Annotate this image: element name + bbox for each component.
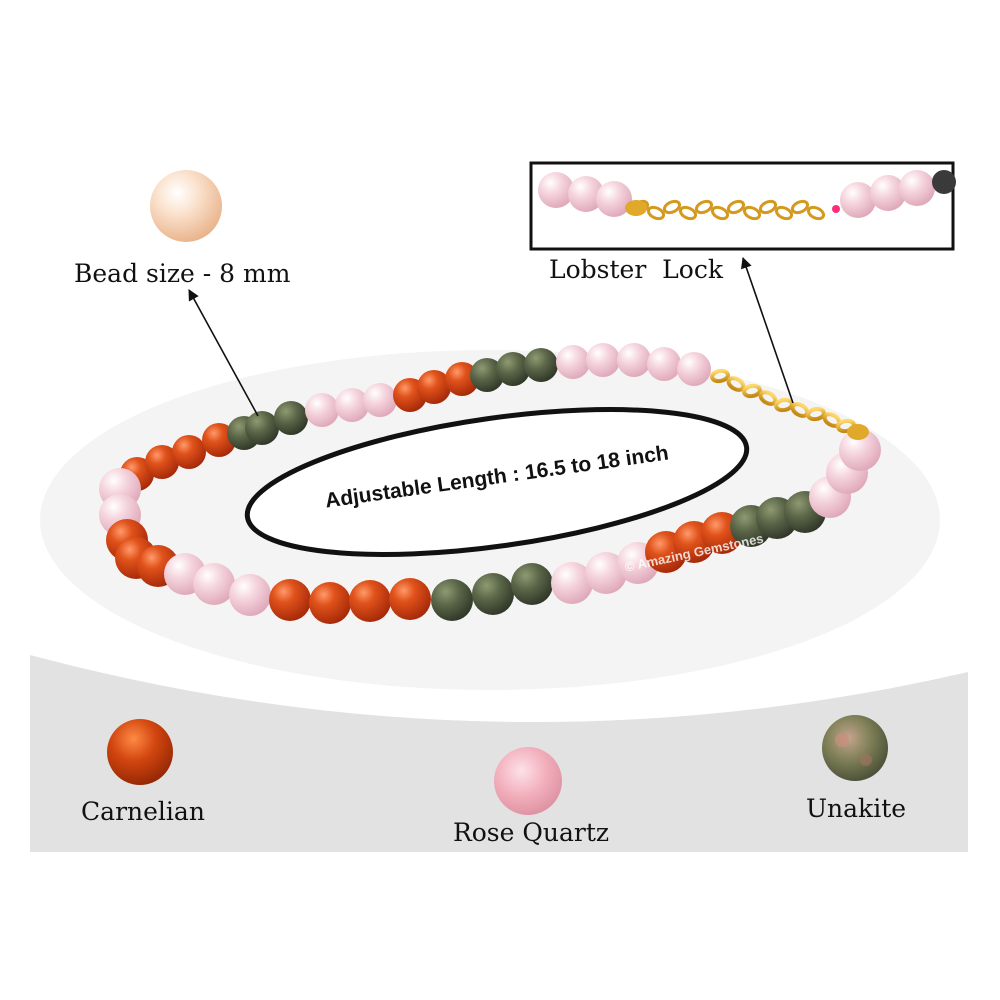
chain-link — [646, 205, 666, 221]
unakite-label: Unakite — [806, 794, 906, 823]
rose-quartz-bead — [363, 383, 397, 417]
stone-unakite: Unakite — [806, 715, 906, 823]
unakite-bead — [472, 573, 514, 615]
chain-link — [726, 199, 746, 215]
rose-quartz-bead — [840, 182, 876, 218]
rose-quartz-bead — [538, 172, 574, 208]
length-ellipse — [244, 407, 750, 557]
rose-quartz-bead — [585, 552, 627, 594]
unakite-bead — [274, 401, 308, 435]
carnelian-bead — [417, 370, 451, 404]
carnelian-bead — [309, 582, 351, 624]
bead-size-sample-icon — [150, 170, 222, 242]
lobster-clasp-chain — [710, 368, 869, 440]
chain-link — [694, 199, 714, 215]
stone-carnelian: Carnelian — [81, 719, 205, 826]
rose-quartz-bead — [586, 343, 620, 377]
carnelian-bead — [269, 579, 311, 621]
chain-link — [662, 199, 682, 215]
chain-link — [726, 376, 746, 392]
rose-quartz-bead — [335, 388, 369, 422]
unakite-speckle — [860, 754, 872, 766]
lobster-clasp — [847, 424, 869, 440]
chain-link — [742, 383, 762, 399]
unakite-bead — [470, 358, 504, 392]
rose-quartz-bead — [677, 352, 711, 386]
chain-link — [710, 368, 730, 384]
chain-link — [806, 406, 826, 422]
unakite-bead — [496, 352, 530, 386]
chain-link — [790, 199, 810, 215]
rose-quartz-bead — [839, 429, 881, 471]
unakite-bead — [511, 563, 553, 605]
unakite-bead — [431, 579, 473, 621]
rose-quartz-bead — [305, 393, 339, 427]
lobster-lock-label: Lobster Lock — [549, 255, 724, 284]
unakite-speckle — [835, 733, 849, 747]
carnelian-bead — [172, 435, 206, 469]
chain-link — [678, 205, 698, 221]
carnelian-stone-icon — [107, 719, 173, 785]
bead-size-arrow — [188, 289, 259, 417]
rose-quartz-bead — [617, 343, 651, 377]
chain-link — [758, 390, 778, 406]
rose-quartz-bead — [193, 563, 235, 605]
carnelian-label: Carnelian — [81, 797, 205, 826]
rose-quartz-bead — [870, 175, 906, 211]
unakite-bead — [245, 411, 279, 445]
rose-quartz-stone-icon — [494, 747, 562, 815]
rose-quartz-bead — [596, 181, 632, 217]
lobster-lock-arrow — [740, 256, 794, 404]
rose-quartz-bead — [556, 345, 590, 379]
unakite-bead — [524, 348, 558, 382]
rose-quartz-label: Rose Quartz — [453, 818, 609, 847]
chain-link — [806, 205, 826, 221]
unakite-bead — [932, 170, 956, 194]
lobster-lock-inset — [529, 161, 956, 251]
chain-link — [758, 199, 778, 215]
lobster-clasp — [625, 200, 647, 216]
rose-quartz-bead — [568, 176, 604, 212]
carnelian-bead — [389, 578, 431, 620]
thread-knot — [832, 205, 840, 213]
chain-link — [774, 205, 794, 221]
chain-link — [774, 397, 794, 413]
unakite-stone-icon — [822, 715, 888, 781]
rose-quartz-bead — [647, 347, 681, 381]
stone-panel — [30, 655, 968, 852]
carnelian-bead — [145, 445, 179, 479]
rose-quartz-bead — [229, 574, 271, 616]
necklace — [99, 343, 881, 624]
chain-link — [710, 205, 730, 221]
carnelian-bead — [349, 580, 391, 622]
rose-quartz-bead — [899, 170, 935, 206]
chain-link — [742, 205, 762, 221]
bead-size-label: Bead size - 8 mm — [74, 259, 291, 288]
rose-quartz-bead — [551, 562, 593, 604]
carnelian-bead — [445, 362, 479, 396]
stone-rose-quartz: Rose Quartz — [453, 747, 609, 847]
